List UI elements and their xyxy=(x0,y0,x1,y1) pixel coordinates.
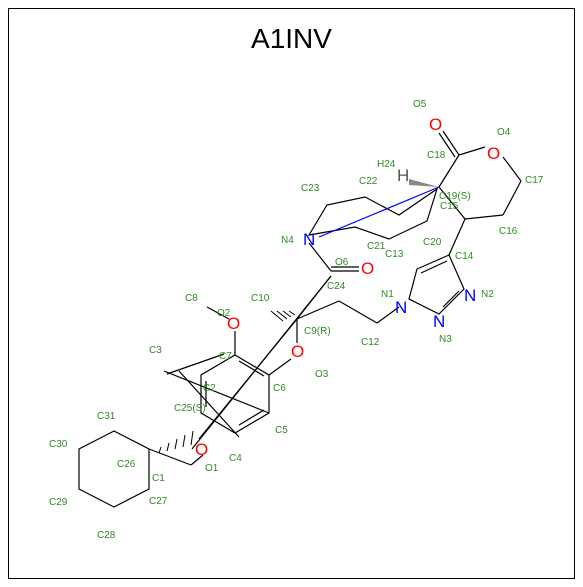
label-c28: C28 xyxy=(97,530,116,541)
label-c17: C17 xyxy=(525,175,544,186)
atom-labels: C1 C2 C3 C4 C5 C6 C7 C8 C9(R) C10 C12 C1… xyxy=(49,99,544,541)
atom-o1: O xyxy=(195,440,208,459)
bond-o2-c8 xyxy=(206,306,230,320)
bond-c16-c15 xyxy=(464,214,504,220)
label-o5: O5 xyxy=(413,99,427,110)
label-n1: N1 xyxy=(381,289,394,300)
bond-c26-c1 xyxy=(148,448,192,466)
atom-o6: O xyxy=(361,259,374,278)
atom-n3: N xyxy=(433,312,445,331)
bond-c19-c15 xyxy=(438,186,466,220)
atom-n1: N xyxy=(395,298,407,317)
label-c16: C16 xyxy=(499,226,518,237)
label-c22: C22 xyxy=(359,176,378,187)
label-c15: C15 xyxy=(440,201,459,212)
label-o3: O3 xyxy=(315,369,329,380)
label-c7: C7 xyxy=(219,351,232,362)
label-c8: C8 xyxy=(185,293,198,304)
bond-c18-o4 xyxy=(458,146,486,156)
label-c27: C27 xyxy=(149,496,168,507)
bond-c9-c24 xyxy=(296,275,332,320)
atom-o4: O xyxy=(487,144,500,163)
bond-c18-o5 xyxy=(442,130,460,156)
atom-o3: O xyxy=(291,342,304,361)
bond-c15-c20 xyxy=(448,218,466,256)
label-c18: C18 xyxy=(427,150,446,161)
label-c29: C29 xyxy=(49,497,68,508)
bond-o3-c6 xyxy=(268,358,292,376)
bond-c3-c5 xyxy=(163,370,270,414)
label-h24: H24 xyxy=(377,159,396,170)
bond-benzene-inner xyxy=(238,360,265,377)
bonds xyxy=(78,130,522,508)
bond-c12-c13 xyxy=(338,300,378,324)
label-n4: N4 xyxy=(281,235,294,246)
wedge-bond-h24 xyxy=(409,179,439,187)
hash-bonds xyxy=(158,310,296,454)
label-c26: C26 xyxy=(117,459,136,470)
bond-c3-c4 xyxy=(178,370,240,438)
label-c5: C5 xyxy=(275,425,288,436)
bond-cyclohexane xyxy=(78,430,150,508)
label-o2: O2 xyxy=(217,308,231,319)
label-c1: C1 xyxy=(152,473,165,484)
bond-c24-n4 xyxy=(308,242,332,272)
bond-triazole-double xyxy=(420,260,448,274)
molecule-diagram: O O O O O O N N N N H C1 C2 C3 C4 C5 C6 … xyxy=(49,99,544,541)
label-c6: C6 xyxy=(273,383,286,394)
label-c31: C31 xyxy=(97,411,116,422)
label-c30: C30 xyxy=(49,439,68,450)
label-c21: C21 xyxy=(367,241,386,252)
bond-c19-c18 xyxy=(438,154,460,188)
diagram-frame: A1INV xyxy=(8,8,575,579)
label-c3: C3 xyxy=(149,345,162,356)
diagram-title: A1INV xyxy=(251,23,332,54)
atom-n4: N xyxy=(303,230,315,249)
atom-n2: N xyxy=(464,286,476,305)
label-c13: C13 xyxy=(385,249,404,260)
label-n3: N3 xyxy=(439,334,452,345)
atom-o2: O xyxy=(227,314,240,333)
label-c14: C14 xyxy=(455,251,474,262)
label-c19: C19(S) xyxy=(439,191,471,202)
label-c25: C25(S) xyxy=(174,403,206,414)
bond-piperidine xyxy=(307,187,439,240)
bond-c18-o5-double xyxy=(438,132,456,158)
bond-benzene-inner-2 xyxy=(238,409,265,426)
label-c9: C9(R) xyxy=(304,326,331,337)
bond-triazole-double-2 xyxy=(442,290,460,308)
label-c24: C24 xyxy=(327,281,346,292)
bond-c3-c7 xyxy=(166,353,225,375)
bond-c13-n1 xyxy=(376,306,400,324)
atom-o5: O xyxy=(429,115,442,134)
label-c4: C4 xyxy=(229,453,242,464)
label-n2: N2 xyxy=(481,289,494,300)
bond-o4-c17 xyxy=(502,156,522,182)
bond-triazole xyxy=(408,254,465,315)
label-o1: O1 xyxy=(205,463,219,474)
label-o4: O4 xyxy=(497,127,511,138)
label-c20: C20 xyxy=(423,237,442,248)
atom-h24: H xyxy=(397,166,409,185)
bond-c9-c25 xyxy=(198,318,298,440)
label-o6: O6 xyxy=(335,257,349,268)
label-c2: C2 xyxy=(203,383,216,394)
bond-n4-c19 xyxy=(318,186,440,238)
label-c23: C23 xyxy=(301,183,320,194)
bond-c1-o1 xyxy=(190,454,204,466)
label-c10: C10 xyxy=(251,293,270,304)
bond-c17-c16 xyxy=(502,180,522,216)
bond-c9-c12 xyxy=(296,300,340,320)
label-c12: C12 xyxy=(361,337,380,348)
